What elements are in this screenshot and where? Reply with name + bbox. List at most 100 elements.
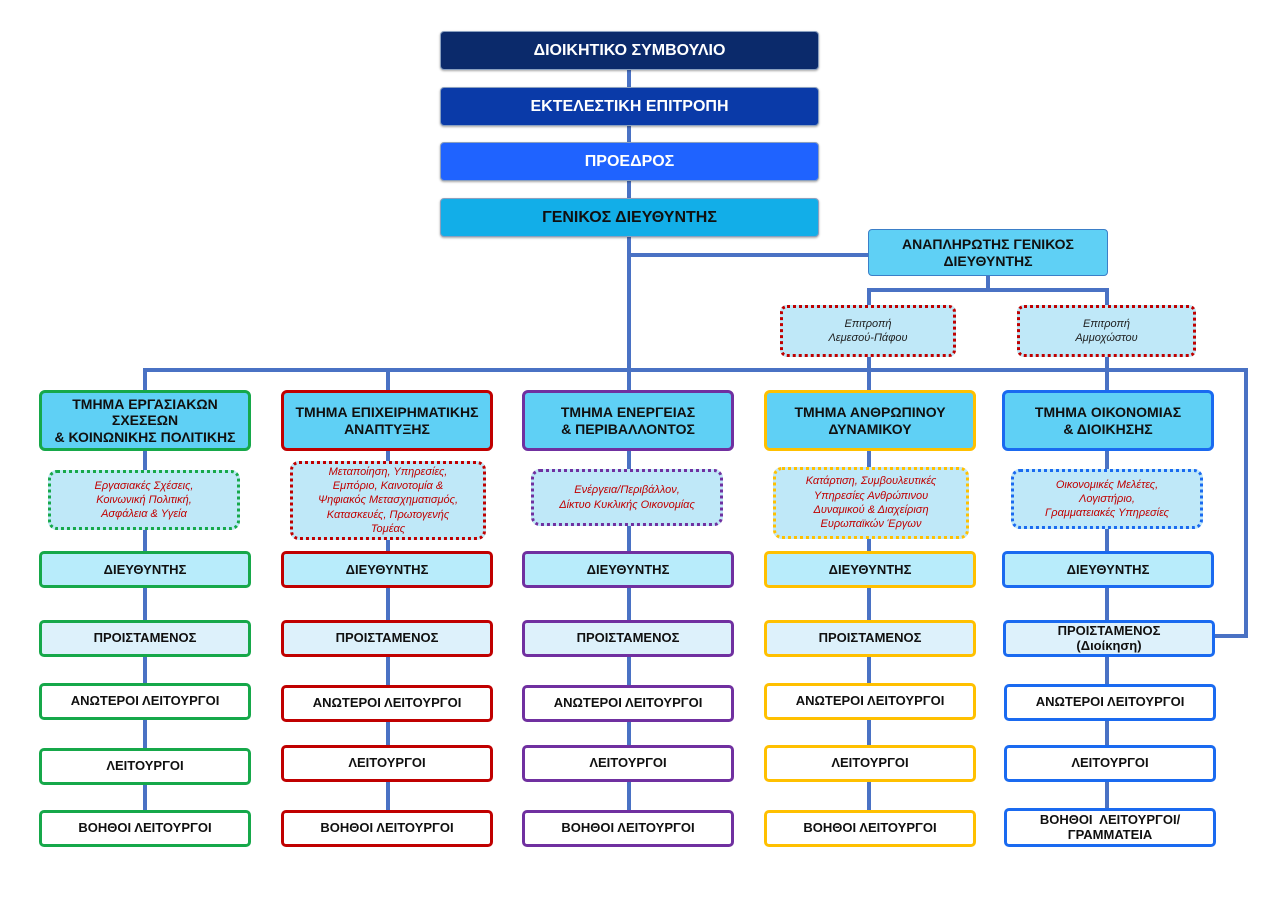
senior-officers-label: ΑΝΩΤΕΡΟΙ ΛΕΙΤΟΥΡΓΟΙ <box>312 695 462 711</box>
department-finance-administration-box: ΤΜΗΜΑ ΟΙΚΟΝΟΜΙΑΣ & ΔΙΟΙΚΗΣΗΣ <box>1002 390 1214 451</box>
deputy-general-director-box: ΑΝΑΠΛΗΡΩΤΗΣ ΓΕΝΙΚΟΣ ΔΙΕΥΘΥΝΤΗΣ <box>868 229 1108 276</box>
area-line: Ψηφιακός Μετασχηματισμός, <box>317 494 459 507</box>
senior-officers-label: ΑΝΩΤΕΡΟΙ ΛΕΙΤΟΥΡΓΟΙ <box>1035 694 1185 710</box>
department-energy-environment-box: ΤΜΗΜΑ ΕΝΕΡΓΕΙΑΣ & ΠΕΡΙΒΑΛΛΟΝΤΟΣ <box>522 390 734 451</box>
executive-committee-box: ΕΚΤΕΛΕΣΤΙΚΗ ΕΠΙΤΡΟΠΗ <box>440 87 819 126</box>
president-box: ΠΡΟΕΔΡΟΣ <box>440 142 819 181</box>
department-title-line: ΤΜΗΜΑ ΕΝΕΡΓΕΙΑΣ <box>560 404 696 421</box>
department-title-line: ΑΝΑΠΤΥΞΗΣ <box>344 420 430 437</box>
area-line: Γραμματειακές Υπηρεσίες <box>1045 507 1169 520</box>
department-labour-relations-box: ΤΜΗΜΑ ΕΡΓΑΣΙΑΚΩΝ ΣΧΕΣΕΩΝ & ΚΟΙΝΩΝΙΚΗΣ ΠΟ… <box>39 390 251 451</box>
general-director-label: ΓΕΝΙΚΟΣ ΔΙΕΥΘΥΝΤΗΣ <box>542 208 717 226</box>
senior-officers-label: ΑΝΩΤΕΡΟΙ ΛΕΙΤΟΥΡΓΟΙ <box>553 695 703 711</box>
officers-box: ΛΕΙΤΟΥΡΓΟΙ <box>39 748 251 785</box>
committee-label-line2: Λεμεσού-Πάφου <box>828 332 908 344</box>
director-box: ΔΙΕΥΘΥΝΤΗΣ <box>764 551 976 588</box>
head-label: ΠΡΟΙΣΤΑΜΕΝΟΣ <box>335 630 439 646</box>
head-box: ΠΡΟΙΣΤΑΜΕΝΟΣ <box>522 620 734 657</box>
area-line: Κατάρτιση, Συμβουλευτικές <box>805 475 937 488</box>
senior-officers-box: ΑΝΩΤΕΡΟΙ ΛΕΙΤΟΥΡΓΟΙ <box>522 685 734 722</box>
department-title-line: ΤΜΗΜΑ ΕΠΙΧΕΙΡΗΜΑΤΙΚΗΣ <box>295 404 479 421</box>
senior-officers-box: ΑΝΩΤΕΡΟΙ ΛΕΙΤΟΥΡΓΟΙ <box>764 683 976 720</box>
area-line: Μεταποίηση, Υπηρεσίες, <box>328 465 448 478</box>
committee-label-line1: Επιτροπή <box>844 317 892 330</box>
senior-officers-label: ΑΝΩΤΕΡΟΙ ΛΕΙΤΟΥΡΓΟΙ <box>795 693 945 709</box>
committee-ammochostos-box: Επιτροπή Αμμοχώστου <box>1017 305 1196 357</box>
director-box: ΔΙΕΥΘΥΝΤΗΣ <box>1002 551 1214 588</box>
department-areas-box: Μεταποίηση, Υπηρεσίες, Εμπόριο, Καινοτομ… <box>290 461 486 540</box>
assistant-officers-label: ΒΟΗΘΟΙ ΛΕΙΤΟΥΡΓΟΙ <box>320 820 454 836</box>
department-human-resources-box: ΤΜΗΜΑ ΑΝΘΡΩΠΙΝΟΥ ΔΥΝΑΜΙΚΟΥ <box>764 390 976 451</box>
area-line: Κατασκευές, Πρωτογενής <box>326 508 450 521</box>
officers-box: ΛΕΙΤΟΥΡΓΟΙ <box>764 745 976 782</box>
officers-label: ΛΕΙΤΟΥΡΓΟΙ <box>589 755 667 771</box>
assistant-officers-box: ΒΟΗΘΟΙ ΛΕΙΤΟΥΡΓΟΙ <box>281 810 493 847</box>
deputy-label-line2: ΔΙΕΥΘΥΝΤΗΣ <box>943 252 1033 269</box>
assistant-officers-box: ΒΟΗΘΟΙ ΛΕΙΤΟΥΡΓΟΙ <box>522 810 734 847</box>
director-box: ΔΙΕΥΘΥΝΤΗΣ <box>39 551 251 588</box>
board-box: ΔΙΟΙΚΗΤΙΚΟ ΣΥΜΒΟΥΛΙΟ <box>440 31 819 70</box>
head-label: ΠΡΟΙΣΤΑΜΕΝΟΣ <box>576 630 680 646</box>
assistant-officers-label: ΒΟΗΘΟΙ ΛΕΙΤΟΥΡΓΟΙ <box>78 820 212 836</box>
officers-box: ΛΕΙΤΟΥΡΓΟΙ <box>522 745 734 782</box>
senior-officers-box: ΑΝΩΤΕΡΟΙ ΛΕΙΤΟΥΡΓΟΙ <box>1004 684 1216 721</box>
officers-label: ΛΕΙΤΟΥΡΓΟΙ <box>1071 755 1149 771</box>
department-business-development-box: ΤΜΗΜΑ ΕΠΙΧΕΙΡΗΜΑΤΙΚΗΣ ΑΝΑΠΤΥΞΗΣ <box>281 390 493 451</box>
director-label: ΔΙΕΥΘΥΝΤΗΣ <box>103 562 187 577</box>
committee-label-line1: Επιτροπή <box>1082 317 1130 330</box>
officers-label: ΛΕΙΤΟΥΡΓΟΙ <box>106 758 184 774</box>
director-label: ΔΙΕΥΘΥΝΤΗΣ <box>828 562 912 577</box>
senior-officers-box: ΑΝΩΤΕΡΟΙ ΛΕΙΤΟΥΡΓΟΙ <box>281 685 493 722</box>
committee-lemesos-pafos-box: Επιτροπή Λεμεσού-Πάφου <box>780 305 956 357</box>
assistant-officers-box: ΒΟΗΘΟΙ ΛΕΙΤΟΥΡΓΟΙ <box>39 810 251 847</box>
area-line: Εργασιακές Σχέσεις, <box>94 479 194 492</box>
assistant-officers-box: ΒΟΗΘΟΙ ΛΕΙΤΟΥΡΓΟΙ/ ΓΡΑΜΜΑΤΕΙΑ <box>1004 808 1216 847</box>
officers-label: ΛΕΙΤΟΥΡΓΟΙ <box>831 755 909 771</box>
officers-label: ΛΕΙΤΟΥΡΓΟΙ <box>348 755 426 771</box>
area-line: Ευρωπαϊκών Έργων <box>820 518 922 531</box>
department-areas-box: Οικονομικές Μελέτες, Λογιστήριο, Γραμματ… <box>1011 469 1203 529</box>
director-box: ΔΙΕΥΘΥΝΤΗΣ <box>281 551 493 588</box>
board-label: ΔΙΟΙΚΗΤΙΚΟ ΣΥΜΒΟΥΛΙΟ <box>533 41 726 59</box>
director-label: ΔΙΕΥΘΥΝΤΗΣ <box>345 562 429 577</box>
department-areas-box: Κατάρτιση, Συμβουλευτικές Υπηρεσίες Ανθρ… <box>773 467 969 539</box>
department-title-line: ΤΜΗΜΑ ΑΝΘΡΩΠΙΝΟΥ <box>794 404 946 421</box>
area-line: Υπηρεσίες Ανθρώπινου <box>813 489 929 502</box>
head-box: ΠΡΟΙΣΤΑΜΕΝΟΣ (Διοίκηση) <box>1003 620 1215 657</box>
senior-officers-label: ΑΝΩΤΕΡΟΙ ΛΕΙΤΟΥΡΓΟΙ <box>70 693 220 709</box>
assistant-officers-label: ΒΟΗΘΟΙ ΛΕΙΤΟΥΡΓΟΙ/ <box>1039 812 1181 828</box>
senior-officers-box: ΑΝΩΤΕΡΟΙ ΛΕΙΤΟΥΡΓΟΙ <box>39 683 251 720</box>
department-title-line: & ΚΟΙΝΩΝΙΚΗΣ ΠΟΛΙΤΙΚΗΣ <box>54 428 236 445</box>
department-areas-box: Εργασιακές Σχέσεις, Κοινωνική Πολιτική, … <box>48 470 240 530</box>
head-box: ΠΡΟΙΣΤΑΜΕΝΟΣ <box>764 620 976 657</box>
head-label-sub: (Διοίκηση) <box>1076 637 1142 653</box>
deputy-label-line1: ΑΝΑΠΛΗΡΩΤΗΣ ΓΕΝΙΚΟΣ <box>902 236 1074 253</box>
area-line: Ενέργεια/Περιβάλλον, <box>574 484 680 497</box>
general-director-box: ΓΕΝΙΚΟΣ ΔΙΕΥΘΥΝΤΗΣ <box>440 198 819 237</box>
assistant-officers-box: ΒΟΗΘΟΙ ΛΕΙΤΟΥΡΓΟΙ <box>764 810 976 847</box>
director-label: ΔΙΕΥΘΥΝΤΗΣ <box>1066 562 1150 577</box>
department-title-line: ΔΥΝΑΜΙΚΟΥ <box>828 420 912 437</box>
department-title-line: ΤΜΗΜΑ ΟΙΚΟΝΟΜΙΑΣ <box>1034 404 1182 421</box>
officers-box: ΛΕΙΤΟΥΡΓΟΙ <box>1004 745 1216 782</box>
assistant-officers-label: ΒΟΗΘΟΙ ΛΕΙΤΟΥΡΓΟΙ <box>561 820 695 836</box>
department-title-line: ΣΧΕΣΕΩΝ <box>111 412 179 429</box>
president-label: ΠΡΟΕΔΡΟΣ <box>584 152 675 170</box>
area-line: Λογιστήριο, <box>1079 492 1135 505</box>
department-title-line: ΤΜΗΜΑ ΕΡΓΑΣΙΑΚΩΝ <box>72 396 218 413</box>
department-title-line: & ΔΙΟΙΚΗΣΗΣ <box>1063 420 1153 437</box>
head-label: ΠΡΟΙΣΤΑΜΕΝΟΣ <box>1057 623 1161 639</box>
area-line: Οικονομικές Μελέτες, <box>1055 478 1159 491</box>
department-title-line: & ΠΕΡΙΒΑΛΛΟΝΤΟΣ <box>561 420 695 437</box>
department-areas-box: Ενέργεια/Περιβάλλον, Δίκτυο Κυκλικής Οικ… <box>531 469 723 526</box>
assistant-officers-label: ΒΟΗΘΟΙ ΛΕΙΤΟΥΡΓΟΙ <box>803 820 937 836</box>
area-line: Δίκτυο Κυκλικής Οικονομίας <box>559 498 695 511</box>
head-label: ΠΡΟΙΣΤΑΜΕΝΟΣ <box>93 630 197 646</box>
head-box: ΠΡΟΙΣΤΑΜΕΝΟΣ <box>281 620 493 657</box>
head-box: ΠΡΟΙΣΤΑΜΕΝΟΣ <box>39 620 251 657</box>
secretariat-label: ΓΡΑΜΜΑΤΕΙΑ <box>1067 826 1153 842</box>
head-label: ΠΡΟΙΣΤΑΜΕΝΟΣ <box>818 630 922 646</box>
director-label: ΔΙΕΥΘΥΝΤΗΣ <box>586 562 670 577</box>
area-line: Ασφάλεια & Υγεία <box>101 508 187 521</box>
executive-committee-label: ΕΚΤΕΛΕΣΤΙΚΗ ΕΠΙΤΡΟΠΗ <box>530 97 729 115</box>
